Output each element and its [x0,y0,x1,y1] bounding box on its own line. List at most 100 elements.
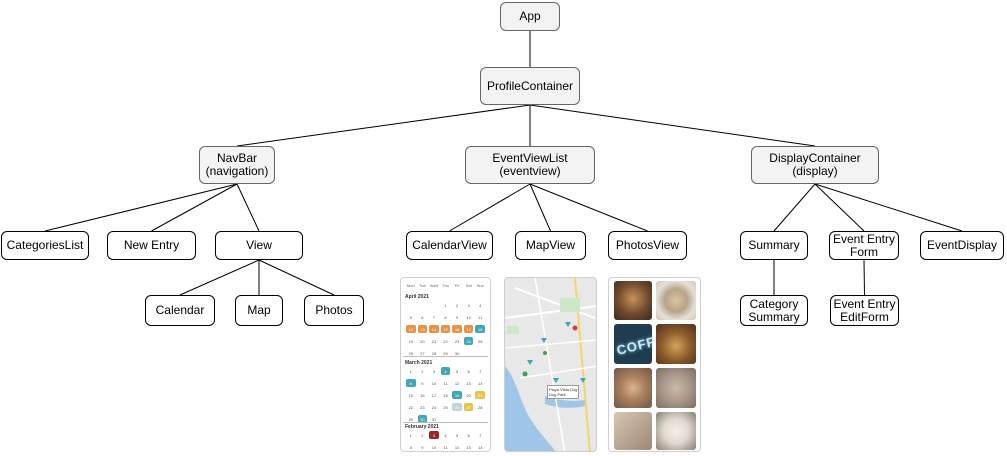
february-day: 3 [429,431,439,439]
february-day: 8 [409,444,412,450]
april-day: 24 [463,337,474,345]
calendar-divider [403,356,488,357]
february-day: 4 [444,432,447,438]
april-day [418,301,428,309]
edge-navbar-to-categories-list [44,183,238,232]
april-day: 3 [467,302,470,308]
february-day: 14 [478,444,483,450]
photo-tile [656,412,696,450]
profile-container-node: ProfileContainer [480,67,580,105]
april-day: 15 [440,325,451,333]
april-day: 7 [432,314,436,320]
map-road [534,278,566,451]
february-day: 10 [431,444,437,450]
calendar-month-label: March 2021 [405,360,433,366]
new-entry-node: New Entry [107,231,196,260]
april-day: 17 [463,325,474,333]
april-day: 28 [431,350,437,356]
april-day [429,301,439,309]
march-day: 19 [452,391,462,399]
calendar-preview: Mon Tue Wed Thu Fri Sat Sun April 2021 1… [400,277,491,452]
march-day: 10 [431,380,437,386]
edge-profile-container-to-display-container [529,104,816,147]
april-day: 6 [421,314,424,320]
april-day: 5 [409,314,412,320]
park-area [507,326,519,334]
march-day: 15 [408,392,414,398]
navbar-node: NavBar (navigation) [199,146,275,184]
march-day: 22 [408,404,414,410]
edge-event-entry-form-to-event-entry-edit-form [863,259,865,296]
april-day: 26 [408,350,414,356]
calendar-weekday-header: Mon Tue Wed Thu Fri Sat Sun [405,283,486,288]
april-day: 8 [444,314,447,320]
map-road [514,287,596,319]
march-day: 12 [454,380,460,386]
photo-tile [656,368,696,408]
calendar-month-label: April 2021 [405,294,429,300]
weekday: Sun [476,283,484,288]
map-view-node: MapView [515,231,586,260]
edge-profile-container-to-navbar [236,104,531,147]
photo-tile [656,324,696,364]
march-day: 20 [466,392,471,398]
map-road [505,339,596,349]
march-day: 5 [455,368,459,374]
march-day: 8 [406,379,416,387]
map-road [519,365,596,379]
photo-tile [656,281,696,320]
edge-display-container-to-summary [773,183,816,232]
march-day: 25 [443,404,448,410]
march-day: 30 [417,415,428,423]
february-day: 12 [454,444,460,450]
map-pin-icon [522,371,528,377]
february-day: 9 [421,444,424,450]
april-day: 11 [478,314,483,320]
edge-navbar-to-view [236,183,260,232]
weekday: Fri [454,283,460,288]
april-day: 20 [420,338,425,344]
april-day: 14 [429,325,439,333]
photos-node: Photos [304,295,364,326]
photo-tile: COFFEE [614,324,652,364]
calendar-week-row: 5 6 7 8 9 10 11 [405,313,486,321]
march-day: 27 [463,403,474,411]
february-day: 7 [479,432,482,438]
weekday: Wed [429,283,439,288]
march-day: 17 [431,392,437,398]
map-marker-icon [565,322,571,327]
edge-view-to-photos [258,259,335,296]
map-pin-icon [543,351,547,355]
edge-event-view-list-to-calendar-view [449,183,531,232]
february-day: 2 [421,432,424,438]
april-day: 10 [466,314,471,320]
march-day: 24 [431,404,437,410]
april-day: 25 [478,338,483,344]
march-day: 9 [421,380,424,386]
february-day: 13 [466,444,471,450]
march-day: 16 [420,392,425,398]
april-day: 9 [455,314,459,320]
april-day: 2 [455,302,459,308]
march-day: 26 [452,403,462,411]
april-day: 1 [444,302,447,308]
february-day: 5 [455,432,459,438]
category-summary-node: Category Summary [740,295,808,326]
weekday: Thu [442,283,449,288]
map-marker-icon [580,378,586,383]
april-day: 21 [431,338,437,344]
edge-view-to-calendar [179,259,260,296]
map-place-label: Playa Vista Dog Dog Park [547,385,580,399]
march-day: 4 [440,367,451,375]
park-area [560,298,580,312]
edge-event-view-list-to-map-view [529,183,551,232]
march-day: 13 [466,380,471,386]
